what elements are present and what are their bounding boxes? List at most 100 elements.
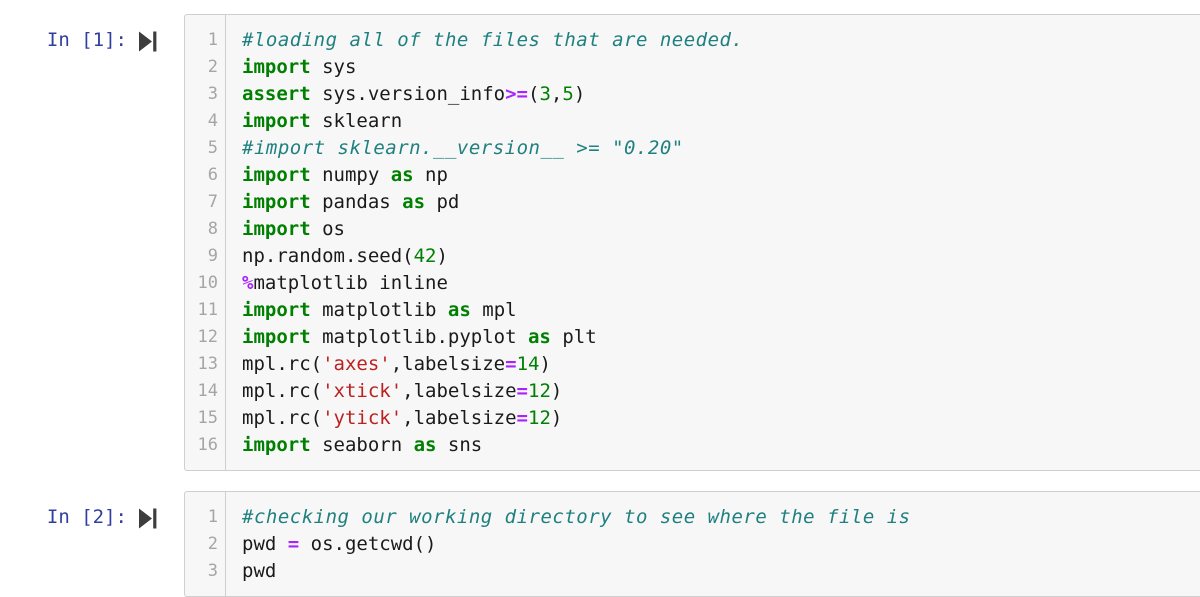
code-token: sys [310, 56, 357, 78]
code-token: 'xtick' [322, 380, 403, 402]
prompt-area: In [1]: [0, 14, 184, 471]
code-token: as [413, 434, 437, 456]
code-token: as [447, 299, 471, 321]
code-token: 42 [413, 245, 437, 267]
code-token: , [550, 83, 563, 105]
line-number: 11 [197, 300, 218, 320]
code-token: = [505, 353, 517, 375]
code-token: mpl.rc( [242, 407, 323, 429]
code-token: mpl.rc( [242, 380, 323, 402]
code-token: seaborn [310, 434, 414, 456]
code-line: import sklearn [242, 108, 1192, 135]
code-token: 'axes' [322, 353, 391, 375]
code-line: import pandas as pd [242, 189, 1192, 216]
code-token: ,labelsize [402, 407, 517, 429]
line-number: 5 [207, 138, 218, 158]
code-token: 12 [528, 407, 551, 429]
code-token: assert [242, 83, 311, 105]
code-token: import [242, 191, 311, 213]
execution-prompt: In [2]: [46, 506, 127, 528]
code-token: ) [573, 83, 586, 105]
code-line: import matplotlib as mpl [242, 297, 1192, 324]
line-number: 2 [207, 534, 218, 554]
code-token: import [242, 164, 311, 186]
code-token: matplotlib.pyplot [310, 326, 528, 348]
code-token: = [516, 407, 528, 429]
code-line: import os [242, 216, 1192, 243]
code-token: np [413, 164, 448, 186]
code-line: #loading all of the files that are neede… [242, 27, 1192, 54]
code-lines: #loading all of the files that are neede… [226, 15, 1200, 470]
code-token: os.getcwd() [299, 533, 437, 555]
code-line: mpl.rc('ytick',labelsize=12) [242, 405, 1192, 432]
line-number: 4 [207, 111, 218, 131]
code-token: #checking our working directory to see w… [242, 506, 911, 528]
code-token: import [242, 218, 311, 240]
execution-prompt: In [1]: [46, 29, 127, 51]
line-number: 7 [207, 192, 218, 212]
code-line: %matplotlib inline [242, 270, 1192, 297]
code-token: 14 [516, 353, 540, 375]
code-token: 'ytick' [322, 407, 403, 429]
line-number: 6 [207, 165, 218, 185]
line-number: 8 [207, 219, 218, 239]
code-line: mpl.rc('axes',labelsize=14) [242, 351, 1192, 378]
code-token: 12 [528, 380, 551, 402]
code-token: pd [425, 191, 460, 213]
code-token: #loading all of the files that are neede… [242, 29, 744, 51]
line-number: 10 [197, 273, 218, 293]
run-cell-icon[interactable] [138, 31, 157, 52]
code-line: #checking our working directory to see w… [242, 504, 1192, 531]
code-token: pwd [242, 560, 277, 582]
code-token: ) [539, 353, 551, 375]
code-token: sns [436, 434, 483, 456]
line-number: 3 [207, 84, 218, 104]
code-token: = [516, 380, 528, 402]
code-token: import [242, 110, 311, 132]
code-lines: #checking our working directory to see w… [226, 492, 1200, 596]
code-token: as [390, 164, 414, 186]
code-token: matplotlib [310, 299, 448, 321]
code-line: assert sys.version_info>=(3,5) [242, 81, 1192, 108]
line-number: 1 [207, 30, 218, 50]
line-number: 13 [197, 354, 218, 374]
code-token: mpl.rc( [242, 353, 323, 375]
line-number: 14 [197, 381, 218, 401]
run-cell-icon[interactable] [138, 508, 157, 529]
code-token: plt [550, 326, 597, 348]
code-token: % [242, 272, 254, 294]
code-token: sys.version_info [310, 83, 506, 105]
code-line: import matplotlib.pyplot as plt [242, 324, 1192, 351]
code-token: pandas [310, 191, 403, 213]
code-line: pwd = os.getcwd() [242, 531, 1192, 558]
code-line: pwd [242, 558, 1192, 585]
code-token: import [242, 434, 311, 456]
code-line: import seaborn as sns [242, 432, 1192, 459]
code-token: ( [528, 83, 540, 105]
code-token: import [242, 326, 311, 348]
code-token: 5 [562, 83, 574, 105]
line-number: 15 [197, 408, 218, 428]
code-token: os [310, 218, 345, 240]
code-token: np.random.seed( [242, 245, 414, 267]
line-number: 9 [207, 246, 218, 266]
code-token: numpy [310, 164, 391, 186]
code-token: = [287, 533, 300, 555]
code-token: ,labelsize [402, 380, 517, 402]
code-token: 3 [539, 83, 551, 105]
code-token: import [242, 56, 311, 78]
code-token: as [402, 191, 426, 213]
code-line: #import sklearn.__version__ >= "0.20" [242, 135, 1192, 162]
code-token: sklearn [310, 110, 403, 132]
code-token: ) [550, 380, 563, 402]
code-line: import numpy as np [242, 162, 1192, 189]
code-token: ) [436, 245, 448, 267]
code-token: mpl [470, 299, 517, 321]
